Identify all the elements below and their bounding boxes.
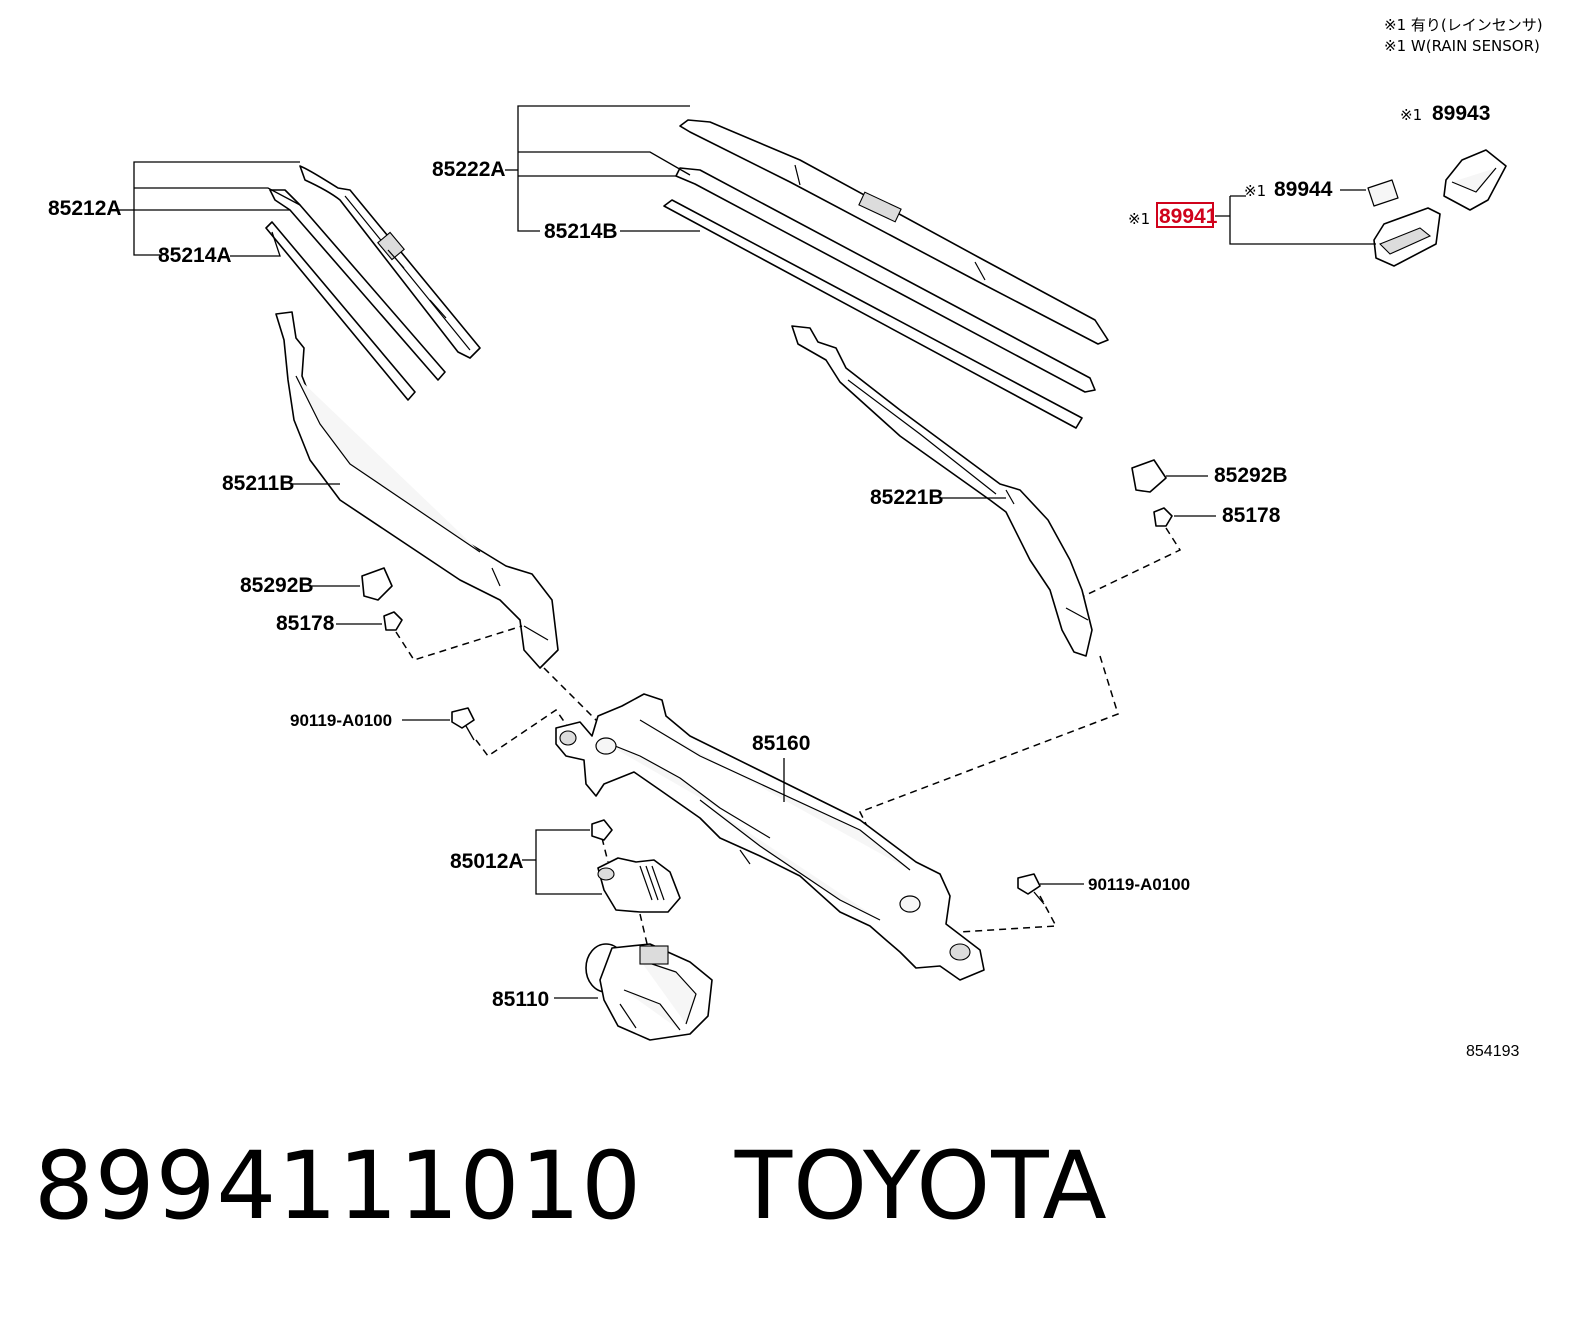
caption: 8994111010 TOYOTA [34, 1140, 1108, 1234]
highlight-89941[interactable] [1156, 202, 1214, 228]
motor-crank-85012A [597, 857, 681, 913]
label-89943: 89943 [1432, 102, 1490, 125]
label-85160: 85160 [752, 732, 810, 755]
label-85292B-right: 85292B [1214, 464, 1288, 487]
mark-89943: ※1 [1400, 106, 1422, 124]
left-blade-rubber [269, 189, 446, 381]
wiper-motor-85110 [585, 943, 713, 1041]
label-85214B: 85214B [544, 220, 618, 243]
left-wiper-blade [299, 165, 481, 359]
label-85178-left: 85178 [276, 612, 335, 635]
left-bolt-90119 [451, 707, 475, 741]
label-85292B-left: 85292B [240, 574, 314, 597]
label-85214A: 85214A [158, 244, 232, 267]
diagram-ref-number: 854193 [1466, 1043, 1519, 1060]
label-85222A: 85222A [432, 158, 506, 181]
wiper-link-assembly [555, 693, 985, 981]
label-90119-right: 90119-A0100 [1088, 875, 1190, 894]
note-line-2: ※1 W(RAIN SENSOR) [1384, 37, 1540, 55]
label-85221B: 85221B [870, 486, 944, 509]
caption-part-number: 8994111010 [34, 1132, 643, 1241]
caption-gap [642, 1132, 735, 1241]
leader-85012A [522, 829, 602, 895]
label-85012A: 85012A [450, 850, 524, 873]
left-blade-refill-85214A [265, 221, 416, 401]
right-wiper-arm [791, 325, 1093, 657]
left-arm-cap-85292B [361, 567, 393, 601]
right-blade-rubber [675, 167, 1096, 393]
right-wiper-blade [679, 119, 1109, 345]
rain-sensor-pad-89944 [1367, 179, 1399, 207]
label-89941[interactable]: 89941 [1159, 205, 1218, 228]
motor-nut-85012A [591, 819, 613, 841]
leader-85222A [505, 105, 700, 232]
mark-89941: ※1 [1128, 210, 1150, 228]
rain-sensor-89941 [1373, 207, 1441, 267]
right-arm-nut-85178 [1153, 507, 1173, 527]
label-85212A: 85212A [48, 197, 122, 220]
leader-85212A [118, 161, 301, 256]
label-90119-left: 90119-A0100 [290, 711, 392, 730]
leader-89941 [1215, 195, 1376, 245]
label-85110: 85110 [492, 988, 549, 1011]
mark-89944: ※1 [1244, 182, 1266, 200]
right-bolt-90119 [1017, 873, 1045, 905]
left-arm-nut-85178 [383, 611, 403, 631]
rain-sensor-cover-89943 [1443, 149, 1507, 211]
leader-85214A [230, 231, 281, 257]
right-blade-refill-85214B [663, 199, 1083, 429]
label-85178-right: 85178 [1222, 504, 1281, 527]
left-wiper-arm [275, 311, 559, 669]
label-85211B: 85211B [222, 472, 294, 495]
caption-brand: TOYOTA [734, 1132, 1108, 1241]
note-line-1: ※1 有り(レインセンサ) [1384, 16, 1543, 34]
label-89944: 89944 [1274, 178, 1333, 201]
right-arm-cap-85292B [1131, 459, 1167, 493]
